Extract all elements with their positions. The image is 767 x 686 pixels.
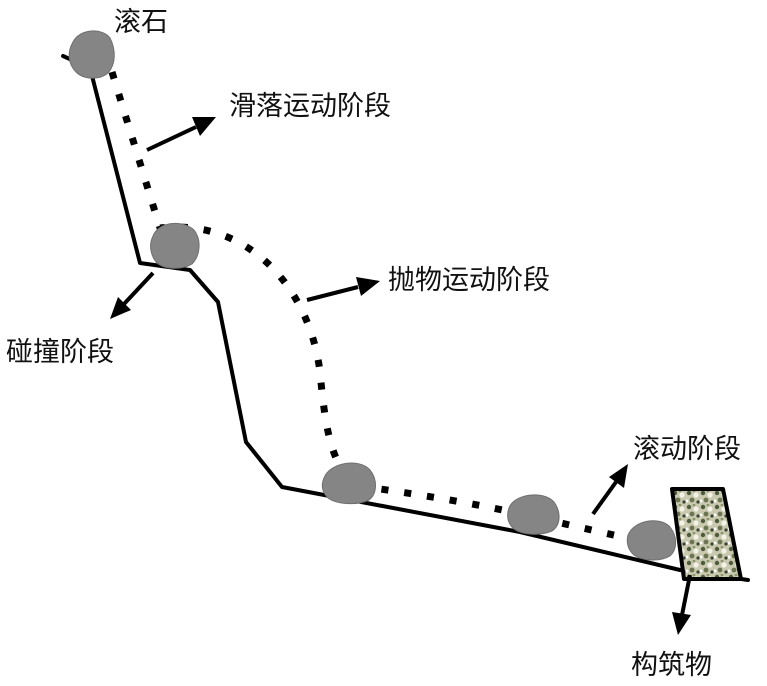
rock-start <box>68 30 115 79</box>
slope-profile <box>61 54 750 582</box>
structure-wall <box>670 487 743 581</box>
arrow-structure <box>672 574 692 635</box>
arrow-collision <box>110 271 155 319</box>
rock-trajectory <box>108 70 641 545</box>
rock-collision <box>150 222 200 269</box>
rock-landing <box>321 462 376 505</box>
label-sliding-stage: 滑落运动阶段 <box>229 91 391 122</box>
arrow-rolling <box>591 464 628 516</box>
arrow-sliding <box>146 117 216 152</box>
label-rockfall: 滚石 <box>114 7 168 38</box>
label-collision-stage: 碰撞阶段 <box>6 337 114 368</box>
label-projectile-stage: 抛物运动阶段 <box>388 265 550 296</box>
label-rolling-stage: 滚动阶段 <box>633 434 741 465</box>
label-structure: 构筑物 <box>631 650 712 681</box>
arrow-projectile <box>306 277 380 302</box>
rock-rolling-2 <box>626 520 677 561</box>
rock-rolling-1 <box>507 494 560 535</box>
